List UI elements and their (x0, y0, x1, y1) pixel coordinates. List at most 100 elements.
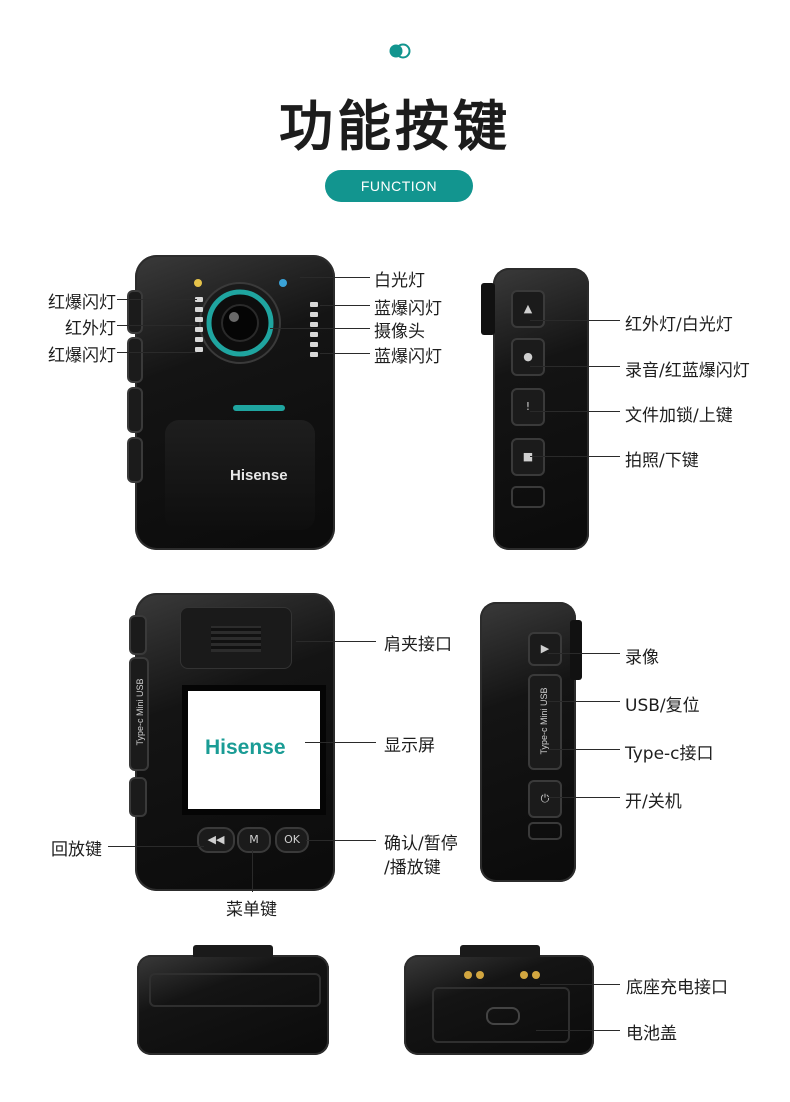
led-icon (310, 322, 318, 327)
label-menu: 菜单键 (226, 900, 277, 920)
brand-logo-icon (389, 43, 411, 59)
led-icon (195, 317, 203, 322)
status-light-bar (233, 405, 285, 411)
label-photo: 拍照/下键 (625, 451, 699, 471)
label-camera: 摄像头 (374, 322, 425, 342)
leader-line (117, 352, 197, 353)
label-display: 显示屏 (384, 736, 435, 756)
power-button (129, 777, 147, 817)
side-button (127, 387, 143, 433)
camera-front-image: Hisense (127, 255, 335, 550)
function-badge: FUNCTION (325, 170, 473, 202)
replay-button: ◀◀ (197, 827, 235, 853)
label-file-lock: 文件加锁/上键 (625, 406, 733, 426)
led-icon (310, 312, 318, 317)
led-icon (195, 307, 203, 312)
leader-line (305, 742, 376, 743)
leader-line (252, 850, 253, 892)
usb-port-cover: Type-c Mini USB (129, 657, 149, 771)
charging-pin-icon (464, 971, 472, 979)
label-replay: 回放键 (51, 840, 102, 860)
front-panel (165, 420, 315, 530)
label-type-c: Type-c接口 (625, 744, 714, 764)
leader-line (306, 840, 376, 841)
label-red-strobe-top: 红爆闪灯 (48, 293, 116, 313)
side-button (127, 290, 143, 334)
side-latch (528, 822, 562, 840)
leader-line (296, 641, 376, 642)
label-infrared: 红外灯 (65, 319, 116, 339)
leader-line (548, 701, 620, 702)
port-label: Type-c Mini USB (539, 687, 549, 755)
port-label: Type-c Mini USB (135, 678, 145, 746)
clip-tab (193, 945, 273, 957)
display-screen (182, 685, 326, 815)
camera-bottom-image (404, 945, 594, 1055)
record-video-button: ▶ (528, 632, 562, 666)
flashlight-button: ▲ (511, 290, 545, 328)
camera-top-image (137, 945, 329, 1055)
brand-label: Hisense (230, 467, 288, 484)
leader-line (548, 797, 620, 798)
label-battery-cover: 电池盖 (626, 1024, 677, 1044)
charging-pin-icon (532, 971, 540, 979)
power-button: ⏻ (528, 780, 562, 818)
led-icon (310, 302, 318, 307)
led-icon (195, 297, 203, 302)
leader-line (530, 456, 620, 457)
battery-cover (432, 987, 570, 1043)
label-white-light: 白光灯 (374, 271, 425, 291)
side-button (127, 437, 143, 483)
shoulder-clip (180, 607, 292, 669)
charging-pin-icon (476, 971, 484, 979)
label-record-video: 录像 (625, 648, 659, 668)
led-icon (195, 327, 203, 332)
label-charging-port: 底座充电接口 (626, 978, 728, 998)
led-icon (195, 337, 203, 342)
leader-line (530, 411, 620, 412)
leader-line (300, 277, 370, 278)
label-confirm-line2: /播放键 (384, 858, 441, 878)
leader-line (530, 366, 620, 367)
ok-button: OK (275, 827, 309, 853)
side-button (129, 615, 147, 655)
leader-line (540, 984, 620, 985)
led-icon (195, 347, 203, 352)
camera-button: ■ (511, 438, 545, 476)
leader-line (270, 328, 370, 329)
leader-line (117, 325, 197, 326)
clip-tab (481, 283, 495, 335)
camera-lens-icon (194, 279, 287, 364)
menu-button: M (237, 827, 271, 853)
camera-side-left-image: ▶ Type-c Mini USB ⏻ (480, 602, 582, 882)
leader-line (320, 305, 370, 306)
leader-line (548, 749, 620, 750)
page-title: 功能按键 (279, 95, 511, 158)
leader-line (548, 653, 620, 654)
leader-line (320, 353, 370, 354)
camera-side-right-image: ▲ ● ! ■ (481, 268, 589, 550)
leader-line (108, 846, 204, 847)
led-icon (310, 352, 318, 357)
leader-line (536, 1030, 620, 1031)
label-power: 开/关机 (625, 792, 682, 812)
top-panel (149, 973, 321, 1007)
clip-tab (570, 620, 582, 680)
led-icon (310, 332, 318, 337)
label-confirm-line1: 确认/暂停 (384, 834, 458, 854)
label-record-audio: 录音/红蓝爆闪灯 (625, 361, 750, 381)
clip-tab (460, 945, 540, 957)
label-red-strobe-bottom: 红爆闪灯 (48, 346, 116, 366)
lock-button: ! (511, 388, 545, 426)
label-blue-strobe-top: 蓝爆闪灯 (374, 299, 442, 319)
label-blue-strobe-bottom: 蓝爆闪灯 (374, 347, 442, 367)
usb-port-cover: Type-c Mini USB (528, 674, 562, 770)
leader-line (530, 320, 620, 321)
screen-brand-label: Hisense (205, 736, 286, 759)
camera-back-image: Type-c Mini USB Hisense ◀◀ M OK (129, 593, 335, 891)
label-shoulder-clip: 肩夹接口 (384, 635, 452, 655)
microphone-button: ● (511, 338, 545, 376)
leader-line (117, 299, 197, 300)
label-usb-reset: USB/复位 (625, 696, 700, 716)
side-button (127, 337, 143, 383)
